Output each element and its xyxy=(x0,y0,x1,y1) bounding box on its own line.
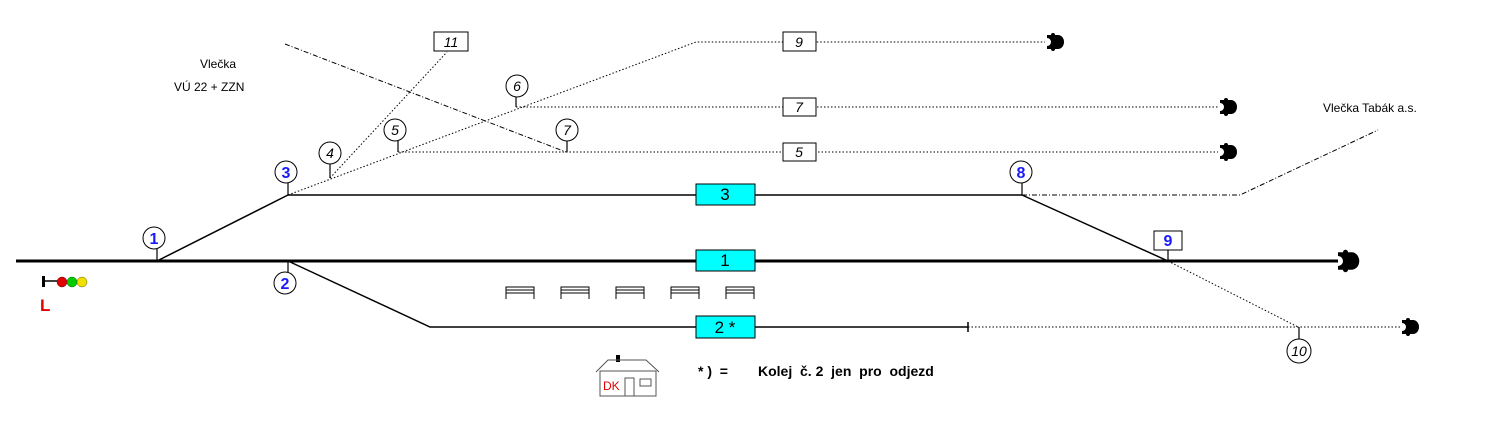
signal-l: L xyxy=(40,276,88,315)
bench-icon xyxy=(615,286,645,299)
switch-2: 2 xyxy=(273,271,297,295)
track-number: 9 xyxy=(795,34,803,50)
track-label-2: 2 * xyxy=(695,315,756,339)
switch-4: 4 xyxy=(318,141,342,165)
track-2 xyxy=(287,260,968,328)
switch-11: 11 xyxy=(433,31,469,52)
switch-label: 5 xyxy=(391,122,399,138)
track-number: 7 xyxy=(795,99,804,115)
connector-9-10 xyxy=(1167,260,1299,328)
switch-label: 10 xyxy=(1291,343,1307,359)
switch-9: 9 xyxy=(1153,230,1183,251)
buffer-stop-icon xyxy=(1220,98,1237,116)
switch-label: 9 xyxy=(1164,233,1173,250)
bench-icon xyxy=(505,286,535,299)
switch-3: 3 xyxy=(274,160,298,184)
switch-label: 4 xyxy=(326,145,334,161)
bench-icon xyxy=(725,286,755,299)
note-symbol: * ) = xyxy=(698,363,728,379)
switch-label: 3 xyxy=(282,165,291,182)
track-label-7: 7 xyxy=(782,97,817,117)
siding-name-line2: VÚ 22 + ZZN xyxy=(174,79,244,94)
switch-label: 8 xyxy=(1017,165,1026,182)
buffer-stop-icon xyxy=(1220,143,1237,161)
track-number: 1 xyxy=(720,251,729,270)
connector-1-3 xyxy=(156,194,289,262)
track-number: 3 xyxy=(720,185,729,204)
switch-label: 1 xyxy=(150,231,159,248)
siding-tabak-name: Vlečka Tabák a.s. xyxy=(1323,101,1417,115)
platform xyxy=(505,286,755,299)
switch-10: 10 xyxy=(1286,338,1312,364)
switch-stems xyxy=(156,97,1300,340)
track-label-9: 9 xyxy=(782,31,817,52)
station-building-icon: DK xyxy=(595,355,660,397)
signal-post-icon xyxy=(42,276,45,287)
buffer-stop-icon xyxy=(1402,318,1419,336)
note-text: Kolej č. 2 jen pro odjezd xyxy=(758,363,934,379)
green-light-icon xyxy=(66,276,78,288)
siding-lead xyxy=(287,41,1045,196)
switch-label: 2 xyxy=(281,276,290,293)
buffer-stop-icon xyxy=(1047,33,1064,51)
switch-label: 6 xyxy=(513,78,521,94)
red-light-icon xyxy=(56,276,68,288)
switch-label: 7 xyxy=(563,122,572,138)
siding-tabak-line xyxy=(1022,129,1379,196)
siding-vu22-line xyxy=(284,43,567,153)
track-label-5: 5 xyxy=(782,142,817,162)
track-label-1: 1 xyxy=(695,249,756,272)
bench-icon xyxy=(560,286,590,299)
track-label-3: 3 xyxy=(695,183,756,206)
track-number: 5 xyxy=(795,144,803,160)
signal-label: L xyxy=(40,296,50,315)
switch-label: 11 xyxy=(444,34,459,50)
siding-11 xyxy=(329,51,448,179)
yellow-light-icon xyxy=(76,276,88,288)
switch-6: 6 xyxy=(505,74,529,98)
siding-name-line1: Vlečka xyxy=(200,57,236,71)
building-label: DK xyxy=(603,379,620,393)
buffer-stop-icon xyxy=(1338,249,1360,273)
switch-1: 1 xyxy=(142,226,166,250)
bench-icon xyxy=(670,286,700,299)
track-number: 2 * xyxy=(715,318,736,337)
switch-8: 8 xyxy=(1009,160,1033,184)
switch-5: 5 xyxy=(383,118,407,142)
connector-8-9 xyxy=(1021,194,1169,262)
switch-7: 7 xyxy=(555,118,579,142)
